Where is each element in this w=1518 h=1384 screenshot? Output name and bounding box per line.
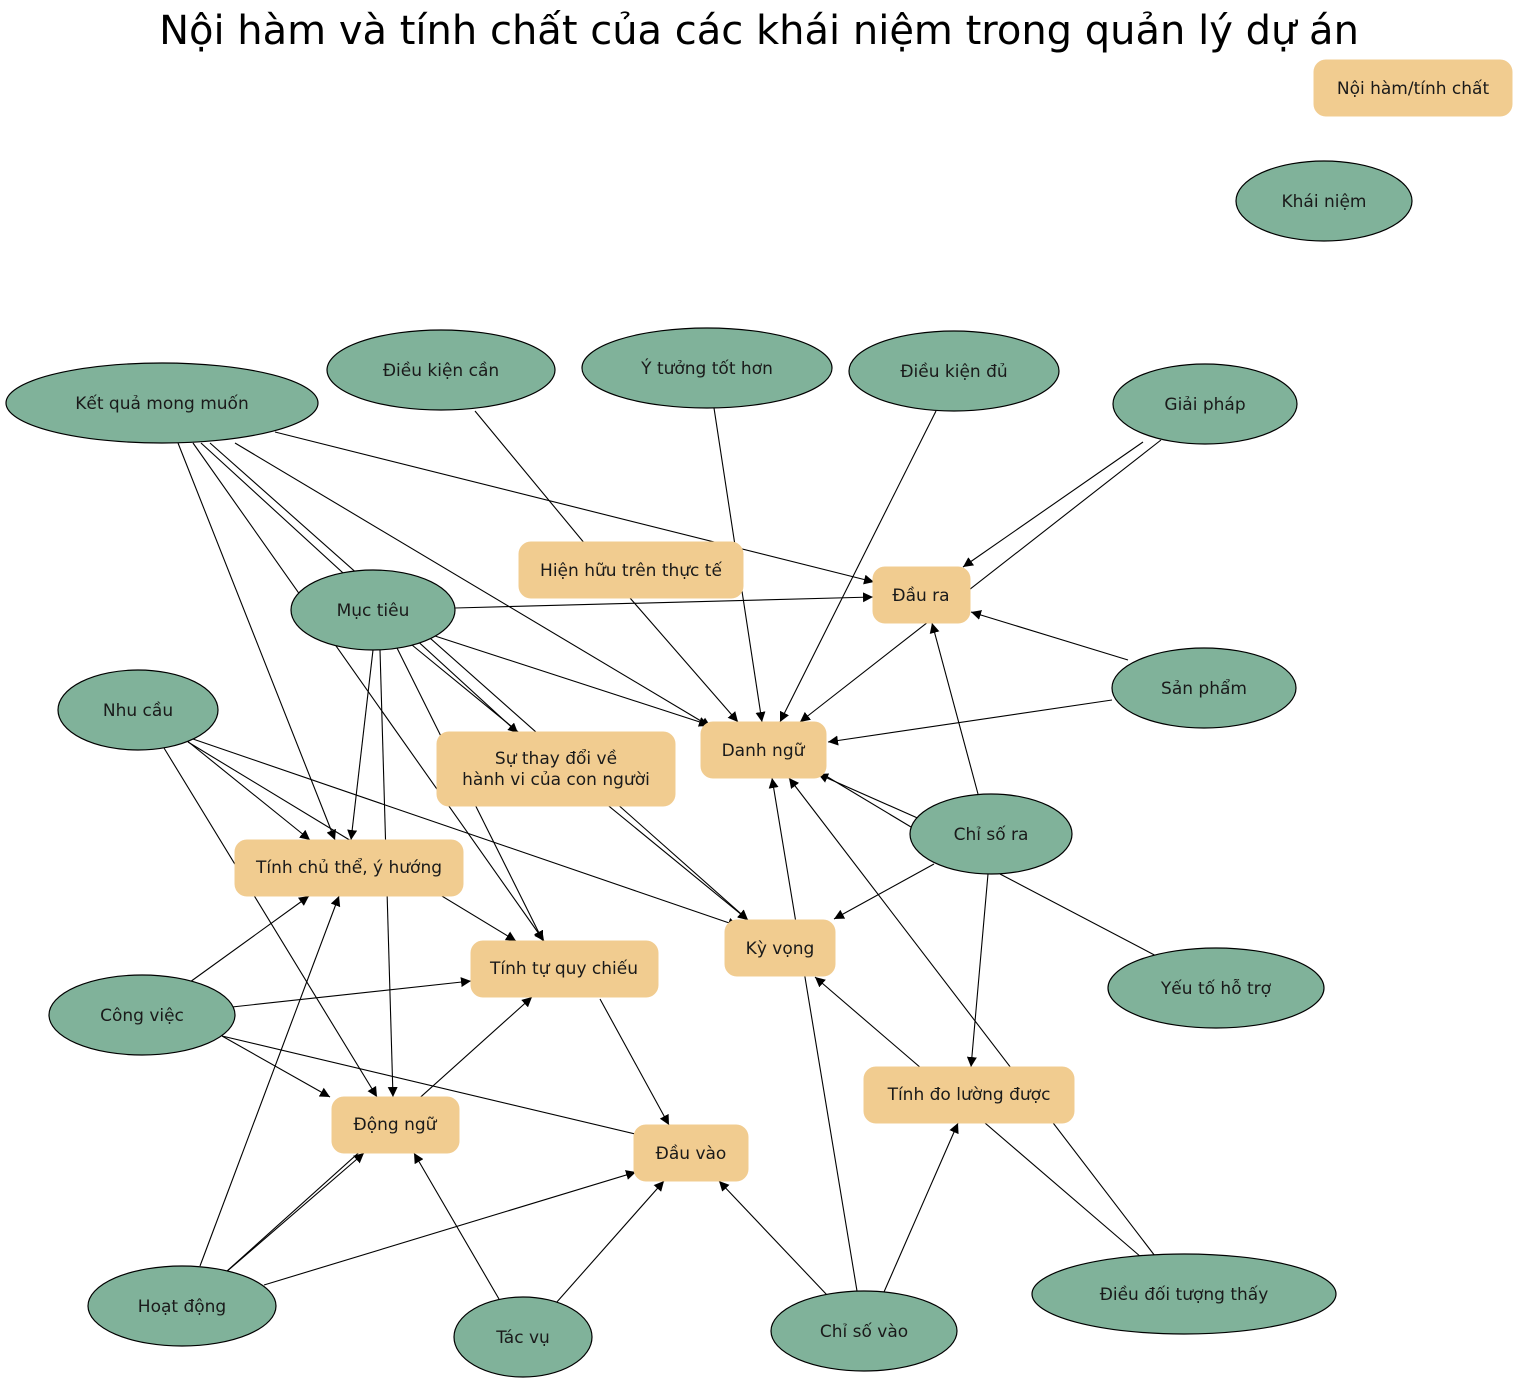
edge-arrow: [163, 747, 378, 1098]
node-danh-ngu-label: Danh ngữ: [722, 741, 806, 761]
edge-arrow: [189, 737, 739, 928]
node-su-thay-doi-label-line2: hành vi của con người: [462, 770, 650, 790]
edge-arrow: [231, 977, 472, 1008]
diagram-title: Nội hàm và tính chất của các khái niệm t…: [159, 8, 1359, 54]
edge-arrow: [827, 699, 1113, 746]
node-nhu-cau: Nhu cầu: [57, 669, 219, 751]
edge-arrow: [474, 410, 596, 557]
node-dong-ngu-label: Động ngữ: [354, 1115, 438, 1135]
node-su-thay-doi: Sự thay đổi về hành vi của con người: [436, 731, 676, 807]
node-dieu-kien-du: Điều kiện đủ: [848, 330, 1060, 412]
edge-arrow: [221, 1035, 331, 1098]
node-tinh-tu-quy-chieu: Tính tự quy chiếu: [470, 940, 659, 998]
edge-arrow: [189, 895, 310, 983]
node-hien-huu: Hiện hữu trên thực tế: [518, 541, 744, 599]
node-chi-so-vao-label: Chỉ số vào: [820, 1321, 908, 1342]
node-dau-ra: Đầu ra: [872, 566, 971, 624]
node-chi-so-vao: Chỉ số vào: [770, 1290, 958, 1372]
node-chi-so-ra-label: Chỉ số ra: [954, 824, 1029, 845]
node-dau-ra-label: Đầu ra: [892, 585, 949, 606]
node-muc-tieu-label: Mục tiêu: [337, 601, 410, 621]
edge-arrow: [454, 592, 874, 609]
edge-arrow: [970, 610, 1129, 661]
edge-arrow: [234, 442, 712, 728]
edge-arrow: [347, 649, 374, 841]
node-hien-huu-label: Hiện hữu trên thực tế: [540, 560, 722, 581]
edge-arrow: [555, 1180, 665, 1304]
edge-arrow: [966, 873, 989, 1068]
edge-arrow: [434, 635, 710, 727]
legend-concept-label: Khái niệm: [1282, 192, 1367, 212]
node-hoat-dong-label: Hoạt động: [138, 1297, 226, 1317]
edge-arrow: [263, 1170, 637, 1286]
node-tinh-chu-the: Tính chủ thể, ý hướng: [234, 839, 464, 897]
edge-arrow: [599, 998, 670, 1126]
edge-arrow: [779, 410, 937, 723]
legend-concept: Khái niệm: [1235, 160, 1413, 242]
edge-arrow: [962, 441, 1144, 568]
edge-arrow: [883, 1122, 959, 1293]
node-tac-vu: Tác vụ: [453, 1296, 593, 1378]
node-tac-vu-label: Tác vụ: [495, 1328, 550, 1348]
node-tinh-tu-quy-chieu-label: Tính tự quy chiếu: [489, 958, 638, 979]
edge-arrow: [224, 1152, 365, 1274]
edge-arrow: [929, 622, 979, 795]
node-dieu-doi-tuong-label: Điều đối tượng thấy: [1100, 1284, 1269, 1305]
node-su-thay-doi-label-line1: Sự thay đổi về: [495, 748, 617, 769]
legend-property-label: Nội hàm/tính chất: [1337, 78, 1490, 99]
edge-arrow: [788, 777, 1156, 1257]
node-giai-phap-label: Giải pháp: [1164, 395, 1245, 415]
node-tinh-do-luong: Tính đo lường được: [863, 1066, 1075, 1124]
node-yeu-to-label: Yếu tố hỗ trợ: [1160, 978, 1272, 999]
node-tinh-chu-the-label: Tính chủ thể, ý hướng: [255, 857, 442, 878]
edge-arrow: [413, 1152, 500, 1300]
node-giai-phap: Giải pháp: [1112, 363, 1298, 445]
node-san-pham: Sản phẩm: [1111, 647, 1297, 729]
node-san-pham-label: Sản phẩm: [1161, 678, 1247, 699]
node-dieu-kien-du-label: Điều kiện đủ: [900, 361, 1007, 382]
node-y-tuong: Ý tưởng tốt hơn: [581, 327, 833, 409]
edge-arrow: [629, 597, 739, 723]
edge-arrow: [833, 863, 935, 920]
edge-arrow: [209, 442, 749, 921]
edge-arrow: [768, 777, 858, 1292]
node-dieu-kien-can-label: Điều kiện cần: [383, 360, 499, 381]
node-dau-vao-label: Đầu vào: [656, 1143, 727, 1164]
edge-arrow: [221, 1035, 653, 1141]
edge-arrow: [817, 773, 923, 821]
edge-arrow: [799, 439, 1162, 723]
edge-arrow: [718, 1180, 828, 1296]
node-cong-viec: Công việc: [48, 974, 236, 1056]
node-dieu-kien-can: Điều kiện cần: [326, 329, 556, 411]
node-hoat-dong: Hoạt động: [87, 1265, 277, 1347]
node-chi-so-ra: Chỉ số ra: [909, 793, 1073, 875]
edge-arrow: [999, 873, 1163, 960]
node-dieu-doi-tuong: Điều đối tượng thấy: [1031, 1253, 1337, 1335]
node-danh-ngu: Danh ngữ: [700, 721, 827, 779]
node-tinh-do-luong-label: Tính đo lường được: [887, 1085, 1051, 1105]
edge-arrow: [199, 895, 341, 1267]
node-yeu-to: Yếu tố hỗ trợ: [1107, 947, 1325, 1029]
edge-arrow: [185, 739, 311, 841]
node-muc-tieu: Mục tiêu: [290, 569, 456, 651]
edge-arrow: [274, 431, 875, 585]
node-y-tuong-label: Ý tưởng tốt hơn: [640, 357, 773, 379]
node-ky-vong: Kỳ vọng: [724, 919, 836, 977]
node-cong-viec-label: Công việc: [100, 1006, 184, 1026]
edge-arrow: [177, 442, 336, 841]
edge-arrow: [825, 775, 912, 828]
node-ky-vong-label: Kỳ vọng: [746, 939, 815, 959]
node-ket-qua: Kết quả mong muốn: [5, 362, 319, 444]
legend-property: Nội hàm/tính chất: [1313, 59, 1513, 117]
node-dau-vao: Đầu vào: [633, 1124, 749, 1182]
node-nhu-cau-label: Nhu cầu: [103, 700, 173, 721]
node-ket-qua-label: Kết quả mong muốn: [75, 393, 249, 414]
node-dong-ngu: Động ngữ: [331, 1096, 460, 1154]
